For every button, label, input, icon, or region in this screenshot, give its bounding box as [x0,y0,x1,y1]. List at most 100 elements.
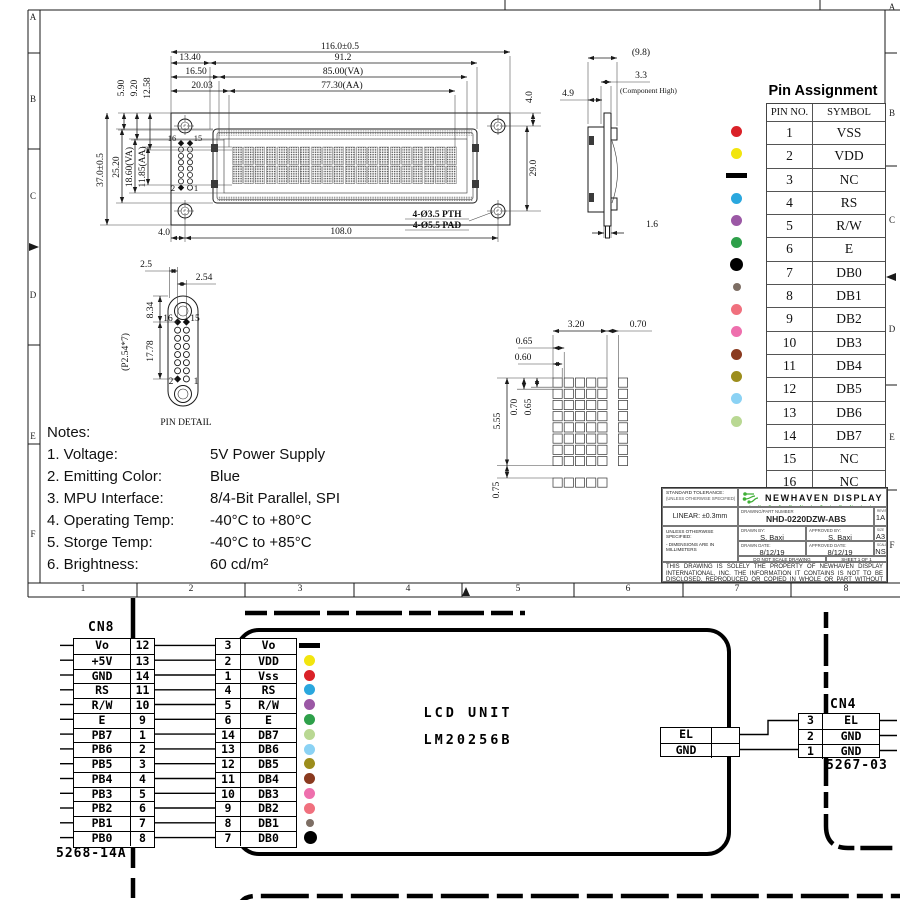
pin-label: 15 [190,314,200,324]
dim-label: 116.0±0.5 [321,42,359,52]
pin-pad [187,165,193,172]
pin-header-front [177,140,194,191]
pixel-cell [563,422,574,433]
character-pixel-grid [552,377,628,488]
pin-pad [182,326,190,334]
zone-letter-right: C [888,215,895,225]
character-cell [446,165,457,184]
front-dimensions: 116.0±0.5 13.40 91.2 16.50 85.00(VA) 20.… [96,42,541,242]
character-cell [266,165,277,184]
pixel-cell [586,400,597,410]
pin-pad [182,367,190,375]
note-label: 4. Operating Temp: [47,512,175,529]
dim-label: 5.90 [117,79,127,96]
note-value: 60 cd/m² [210,556,269,573]
pixel-cell [552,388,563,399]
pin-header-detail [174,318,190,383]
dim-label: 0.75 [492,481,502,498]
character-cell [277,165,288,184]
pixel-cell [563,400,574,410]
character-cell [345,146,356,165]
character-cell [311,146,322,165]
pin-pad-filled [177,140,185,147]
pixel-cell [618,377,628,388]
pin-pad [182,359,190,367]
character-cell [367,146,378,165]
pin-color-dot [731,192,742,204]
size-value: A3 [875,532,886,541]
table-header: PIN NO.SYMBOL [767,104,885,121]
note-value: Blue [210,468,241,485]
dim-label: 1.6 [646,220,658,230]
note-label: 2. Emitting Color: [47,468,163,485]
pixel-cell [563,411,574,422]
view-title: PIN DETAIL [160,418,211,428]
pixel-cell [586,477,597,488]
character-cell [299,165,311,184]
pixel-cell [618,433,628,444]
pixel-cell [575,444,585,455]
dim-label: 0.65 [516,337,533,347]
note-value: -40°C to +85°C [210,534,312,551]
pixel-cell [586,444,597,455]
drawn-by: S. Baxi [760,533,784,541]
pixel-cell [618,444,628,455]
connector-part-number-left: 5268-14A [56,846,127,861]
approved-by: S. Baxi [828,533,852,541]
character-cell [367,165,378,184]
pixel-cell [597,456,608,466]
scale-cell: SCALE NS [874,541,887,556]
front-view: 16 15 2 1 [168,112,511,226]
character-cell [333,146,344,165]
signal-color-dot [304,699,315,711]
pin-label: 1 [194,183,198,193]
pixel-cell [563,477,574,488]
zone-letter-right: A [888,2,896,12]
pin-pad [174,367,182,375]
notes-title: Notes: [47,424,91,441]
pin-label: 1 [194,377,199,387]
pin-pad [187,171,193,178]
pin-pad [174,342,182,350]
el-backlight-table: EL GND [660,727,740,758]
zone-number: 3 [297,584,303,594]
cn8-wires [60,644,215,839]
pin-pad-filled [174,318,182,326]
dim-label: (9.8) [632,47,650,58]
character-cell [412,165,423,184]
dim-label: 2.5 [140,260,152,270]
mounting-hole [174,115,196,137]
dim-label: 11.85(AA) [137,146,148,187]
pixel-cell [586,411,597,422]
pin-pad [174,351,182,359]
revision-value: 1A [875,513,886,522]
dim-label: 8.34 [146,301,156,318]
dim-label: 77.30(AA) [321,80,362,91]
linear-tolerance-cell: LINEAR: ±0.3mm [662,507,738,526]
revision-cell: REVISION 1A [874,507,887,526]
dim-label: 20.03 [191,81,213,91]
zone-number: 5 [515,584,521,594]
character-cells [232,146,457,184]
pixel-cell [563,433,574,444]
pin-label: 16 [168,133,177,143]
character-cell [243,165,254,184]
approved-date: 8/12/19 [827,548,853,556]
pixel-cell [586,377,597,388]
logo-name: NEWHAVEN DISPLAY [764,492,884,503]
character-cell [333,165,344,184]
